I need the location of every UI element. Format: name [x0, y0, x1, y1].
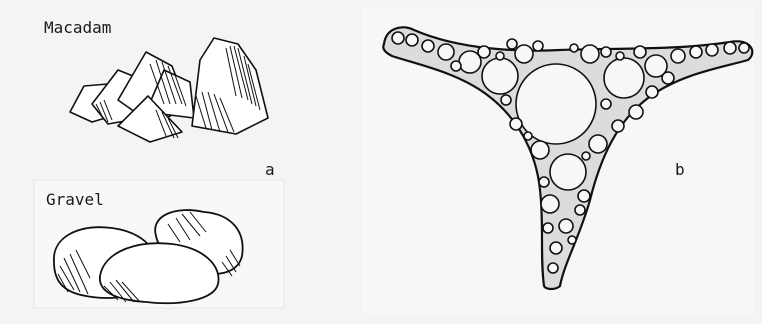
panel-b-letter: b — [675, 160, 685, 179]
